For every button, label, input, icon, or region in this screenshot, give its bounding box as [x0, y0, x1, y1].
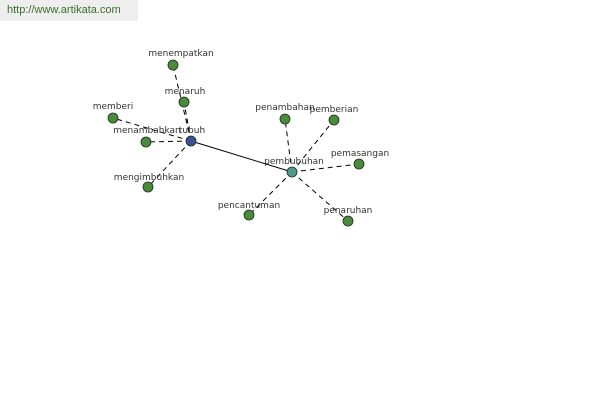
node-tubuh[interactable]: tubuh: [179, 126, 205, 147]
node-pencantuman[interactable]: pencantuman: [218, 201, 280, 221]
node-dot-pemberian[interactable]: [328, 114, 340, 126]
node-dot-menaruh[interactable]: [178, 96, 190, 108]
node-dot-mengimbuhkan[interactable]: [142, 181, 154, 193]
node-menaruh[interactable]: menaruh: [165, 87, 206, 108]
node-dot-penambahan[interactable]: [279, 113, 291, 125]
node-dot-pencantuman[interactable]: [243, 209, 255, 221]
edge-tubuh-menaruh: [183, 101, 192, 142]
node-mengimbuhkan[interactable]: mengimbuhkan: [114, 173, 184, 193]
edges-layer: [112, 64, 360, 222]
edge-tubuh-menambahkan: [145, 140, 192, 143]
node-label-penaruhan: penaruhan: [324, 206, 373, 216]
node-dot-pembubuhan[interactable]: [286, 166, 298, 178]
node-label-memberi: memberi: [93, 102, 134, 112]
watermark-url: http://www.artikata.com: [0, 0, 138, 21]
node-penaruhan[interactable]: penaruhan: [324, 206, 373, 227]
node-label-menempatkan: menempatkan: [148, 49, 213, 59]
node-pemberian[interactable]: pemberian: [310, 105, 359, 126]
node-label-tubuh: tubuh: [179, 126, 205, 136]
node-label-menaruh: menaruh: [165, 87, 206, 97]
node-dot-tubuh[interactable]: [185, 135, 197, 147]
edge-pembubuhan-pemberian: [291, 119, 335, 173]
node-pemasangan[interactable]: pemasangan: [331, 149, 389, 170]
node-label-pemasangan: pemasangan: [331, 149, 389, 159]
edge-tubuh-pembubuhan: [190, 140, 293, 173]
node-menempatkan[interactable]: menempatkan: [148, 49, 214, 71]
node-label-pemberian: pemberian: [310, 105, 359, 115]
node-dot-memberi[interactable]: [107, 112, 119, 124]
edge-tubuh-memberi: [112, 117, 192, 142]
edge-pembubuhan-penaruhan: [291, 171, 349, 222]
node-label-menambahkan: menambahkan: [113, 126, 181, 136]
node-pembubuhan[interactable]: pembubuhan: [264, 157, 324, 178]
edge-pembubuhan-pemasangan: [291, 163, 360, 173]
node-dot-menempatkan[interactable]: [167, 59, 179, 71]
nodes-layer: tubuh pembubuhan menempatkan menaruh memberi…: [93, 49, 389, 227]
node-dot-menambahkan[interactable]: [140, 136, 152, 148]
node-menambahkan[interactable]: menambahkan: [113, 126, 181, 148]
edge-tubuh-mengimbuhkan: [147, 140, 192, 188]
node-dot-pemasangan[interactable]: [353, 158, 365, 170]
node-label-pembubuhan: pembubuhan: [264, 157, 324, 167]
edge-pembubuhan-pencantuman: [248, 171, 293, 216]
node-label-pencantuman: pencantuman: [218, 201, 280, 211]
node-dot-penaruhan[interactable]: [342, 215, 354, 227]
node-penambahan[interactable]: penambahan: [255, 103, 315, 125]
node-memberi[interactable]: memberi: [93, 102, 134, 124]
node-label-penambahan: penambahan: [255, 103, 314, 113]
node-label-mengimbuhkan: mengimbuhkan: [114, 173, 184, 183]
